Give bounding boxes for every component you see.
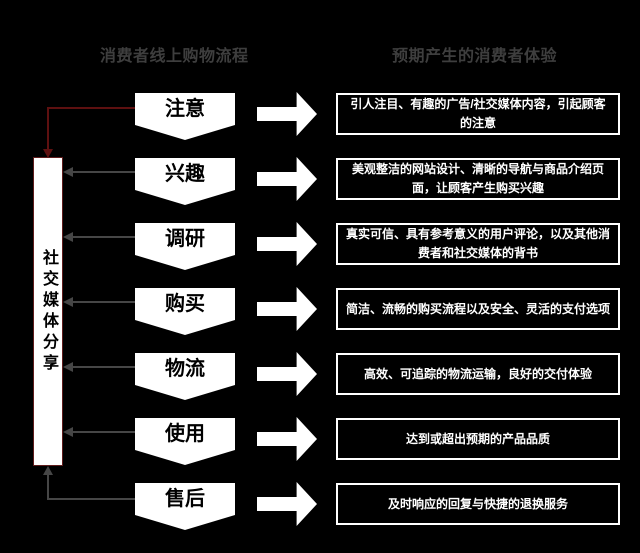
flow-row: 兴趣 美观整洁的网站设计、清晰的导航与商品介绍页面，让顾客产生购买兴趣 (0, 157, 640, 205)
step-shape: 使用 (135, 418, 235, 465)
experience-box: 美观整洁的网站设计、清晰的导航与商品介绍页面，让顾客产生购买兴趣 (336, 158, 620, 200)
right-block-arrow-icon (257, 92, 317, 136)
experience-box: 真实可信、具有参考意义的用户评论，以及其他消费者和社交媒体的背书 (336, 223, 620, 265)
step-shape: 物流 (135, 353, 235, 400)
step-shape: 兴趣 (135, 158, 235, 205)
experience-text: 真实可信、具有参考意义的用户评论，以及其他消费者和社交媒体的背书 (345, 227, 610, 260)
step-shape: 调研 (135, 223, 235, 270)
right-block-arrow-icon (257, 287, 317, 331)
step-shape: 购买 (135, 288, 235, 335)
experience-text: 达到或超出预期的产品品质 (405, 431, 550, 446)
flow-row: 物流 高效、可追踪的物流运输，良好的交付体验 (0, 352, 640, 400)
experience-text: 美观整洁的网站设计、清晰的导航与商品介绍页面，让顾客产生购买兴趣 (351, 162, 604, 195)
experience-box: 引人注目、有趣的广告/社交媒体内容，引起顾客的注意 (336, 93, 620, 135)
step-label: 兴趣 (165, 163, 205, 185)
experience-text: 引人注目、有趣的广告/社交媒体内容，引起顾客的注意 (350, 97, 606, 130)
step-label: 调研 (165, 228, 205, 250)
step-label: 售后 (165, 488, 205, 510)
step-label: 注意 (165, 98, 205, 120)
step-shape: 注意 (135, 93, 235, 140)
experience-column-header: 预期产生的消费者体验 (392, 48, 558, 65)
social-media-share-label: 社交媒体分享 (40, 248, 57, 375)
right-block-arrow-icon (257, 352, 317, 396)
experience-text: 及时响应的回复与快捷的退换服务 (387, 496, 568, 511)
step-label: 使用 (165, 423, 205, 445)
step-label: 物流 (165, 358, 205, 380)
experience-box: 高效、可追踪的物流运输，良好的交付体验 (336, 353, 620, 395)
experience-box: 达到或超出预期的产品品质 (336, 418, 620, 460)
experience-text: 简洁、流畅的购买流程以及安全、灵活的支付选项 (345, 301, 610, 316)
flow-row: 调研 真实可信、具有参考意义的用户评论，以及其他消费者和社交媒体的背书 (0, 222, 640, 270)
experience-text: 高效、可追踪的物流运输，良好的交付体验 (363, 366, 592, 381)
step-label: 购买 (165, 293, 205, 315)
right-block-arrow-icon (257, 482, 317, 526)
right-block-arrow-icon (257, 417, 317, 461)
step-shape: 售后 (135, 483, 235, 530)
process-column-header: 消费者线上购物流程 (100, 48, 249, 65)
flow-row: 售后 及时响应的回复与快捷的退换服务 (0, 482, 640, 530)
social-media-share-box: 社交媒体分享 (33, 157, 63, 466)
right-block-arrow-icon (257, 157, 317, 201)
flow-row: 购买 简洁、流畅的购买流程以及安全、灵活的支付选项 (0, 287, 640, 335)
experience-box: 简洁、流畅的购买流程以及安全、灵活的支付选项 (336, 288, 620, 330)
experience-box: 及时响应的回复与快捷的退换服务 (336, 483, 620, 525)
flow-row: 注意 引人注目、有趣的广告/社交媒体内容，引起顾客的注意 (0, 92, 640, 140)
right-block-arrow-icon (257, 222, 317, 266)
flow-row: 使用 达到或超出预期的产品品质 (0, 417, 640, 465)
